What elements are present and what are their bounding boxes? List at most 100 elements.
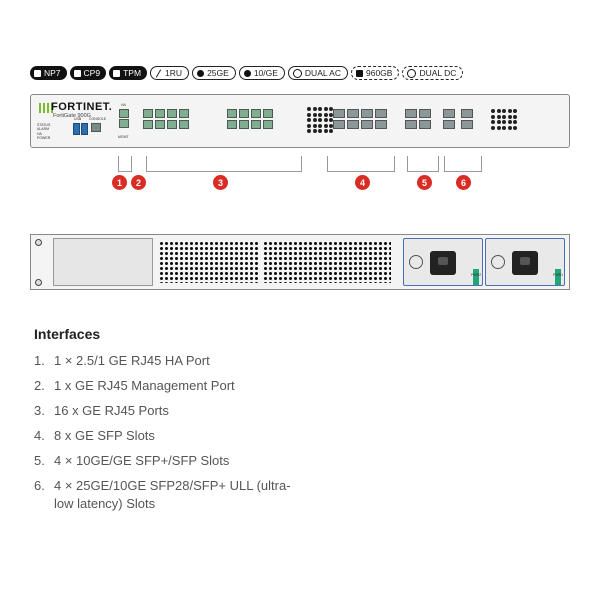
list-item: 3. 16 x GE RJ45 Ports xyxy=(34,402,294,420)
fan-icon xyxy=(409,255,423,269)
bracket-3 xyxy=(146,156,302,172)
badge-1ru: 1RU xyxy=(150,66,190,80)
ha-port xyxy=(119,109,129,118)
ring-icon xyxy=(407,68,417,78)
list-item: 6. 4 × 25GE/10GE SFP28/SFP+ ULL (ultra-l… xyxy=(34,477,294,513)
badge-label: 10/GE xyxy=(253,68,278,78)
slash-icon xyxy=(155,70,162,77)
item-text: 4 × 25GE/10GE SFP28/SFP+ ULL (ultra-low … xyxy=(54,478,291,511)
usb-port xyxy=(81,123,88,135)
front-panel: FORTINET. FortiGate 900G STATUS ALARM HA… xyxy=(30,94,570,148)
dot-icon xyxy=(243,69,251,77)
console-label: CONSOLE xyxy=(89,117,107,121)
feature-badges: NP7 CP9 TPM 1RU 25GE 10/GE DUAL AC 960GB… xyxy=(30,66,464,80)
item-text: 1 x GE RJ45 Management Port xyxy=(54,378,235,393)
callout-4: 4 xyxy=(355,175,370,190)
psu-2 xyxy=(403,238,483,286)
ha-label: HA xyxy=(121,103,126,107)
square-icon xyxy=(73,69,81,77)
square-icon xyxy=(113,69,121,77)
callout-3: 3 xyxy=(213,175,228,190)
blank-plate xyxy=(53,238,153,286)
badge-tpm: TPM xyxy=(109,66,148,80)
interfaces-list: 1. 1 × 2.5/1 GE RJ45 HA Port 2. 1 x GE R… xyxy=(34,352,294,520)
badge-label: DUAL AC xyxy=(304,68,341,78)
badge-label: 25GE xyxy=(207,68,229,78)
usb-port xyxy=(73,123,80,135)
badge-label: TPM xyxy=(123,68,142,78)
item-number: 2. xyxy=(34,378,45,393)
item-text: 8 x GE SFP Slots xyxy=(54,428,155,443)
item-number: 4. xyxy=(34,428,45,443)
mgmt-port xyxy=(119,119,129,128)
front-vent-right xyxy=(491,109,517,130)
psu-latch xyxy=(555,269,561,285)
list-item: 2. 1 x GE RJ45 Management Port xyxy=(34,377,294,395)
badge-label: DUAL DC xyxy=(419,68,457,78)
usb-label: USB xyxy=(74,117,82,121)
badge-label: 1RU xyxy=(165,68,183,78)
rj45-group-2 xyxy=(227,109,273,129)
psu-1 xyxy=(485,238,565,286)
badge-dual-ac: DUAL AC xyxy=(287,66,348,80)
bracket-4 xyxy=(327,156,395,172)
rear-grill xyxy=(263,241,391,283)
badge-np7: NP7 xyxy=(30,66,67,80)
screw-icon xyxy=(35,279,42,286)
item-text: 4 × 10GE/GE SFP+/SFP Slots xyxy=(54,453,230,468)
badge-label: NP7 xyxy=(44,68,61,78)
led-label: HA xyxy=(37,131,42,136)
led-label: ALARM xyxy=(37,127,50,132)
mgmt-label: MGMT xyxy=(118,135,129,139)
bracket-5 xyxy=(407,156,439,172)
item-text: 16 x GE RJ45 Ports xyxy=(54,403,169,418)
rear-panel: PWR2 PWR1 xyxy=(30,234,570,290)
square-icon xyxy=(34,69,41,77)
interfaces-title: Interfaces xyxy=(34,326,101,342)
brand-name: FORTINET. xyxy=(51,101,113,113)
fan-icon xyxy=(491,255,505,269)
badge-dual-dc: DUAL DC xyxy=(402,66,464,80)
list-item: 1. 1 × 2.5/1 GE RJ45 HA Port xyxy=(34,352,294,370)
disk-icon xyxy=(355,69,363,77)
rj45-group-1 xyxy=(143,109,189,129)
model-name: FortiGate 900G xyxy=(53,113,91,119)
sfp-plus-slots xyxy=(405,109,431,129)
sfp28-slots xyxy=(443,109,473,129)
bracket-6 xyxy=(444,156,482,172)
sfp-ge-slots xyxy=(333,109,387,129)
psu-label: PWR1 xyxy=(553,273,564,277)
rear-grill xyxy=(159,241,259,283)
psu-label: PWR2 xyxy=(471,273,482,277)
callout-5: 5 xyxy=(417,175,432,190)
front-vent xyxy=(307,107,333,133)
led-label: POWER xyxy=(37,135,51,140)
ha-mgmt-ports xyxy=(119,109,129,128)
fortinet-logo-icon xyxy=(39,103,53,113)
led-label: STATUS xyxy=(37,123,51,127)
psu-latch xyxy=(473,269,479,285)
badge-cp9: CP9 xyxy=(69,66,107,80)
badge-10ge: 10/GE xyxy=(238,66,285,80)
power-socket-icon xyxy=(512,251,538,275)
list-item: 4. 8 x GE SFP Slots xyxy=(34,427,294,445)
badge-25ge: 25GE xyxy=(192,66,236,80)
status-leds: STATUS ALARM HA POWER xyxy=(37,123,50,140)
callout-1: 1 xyxy=(112,175,127,190)
power-socket-icon xyxy=(430,251,456,275)
badge-960gb: 960GB xyxy=(350,66,400,80)
bracket-1 xyxy=(118,156,132,172)
dot-icon xyxy=(197,69,205,77)
badge-label: 960GB xyxy=(365,68,393,78)
callout-6: 6 xyxy=(456,175,471,190)
item-text: 1 × 2.5/1 GE RJ45 HA Port xyxy=(54,353,210,368)
item-number: 3. xyxy=(34,403,45,418)
callout-2: 2 xyxy=(131,175,146,190)
badge-label: CP9 xyxy=(83,68,101,78)
item-number: 1. xyxy=(34,353,45,368)
item-number: 5. xyxy=(34,453,45,468)
console-port xyxy=(91,123,101,132)
ring-icon xyxy=(292,68,302,78)
screw-icon xyxy=(35,239,42,246)
list-item: 5. 4 × 10GE/GE SFP+/SFP Slots xyxy=(34,452,294,470)
